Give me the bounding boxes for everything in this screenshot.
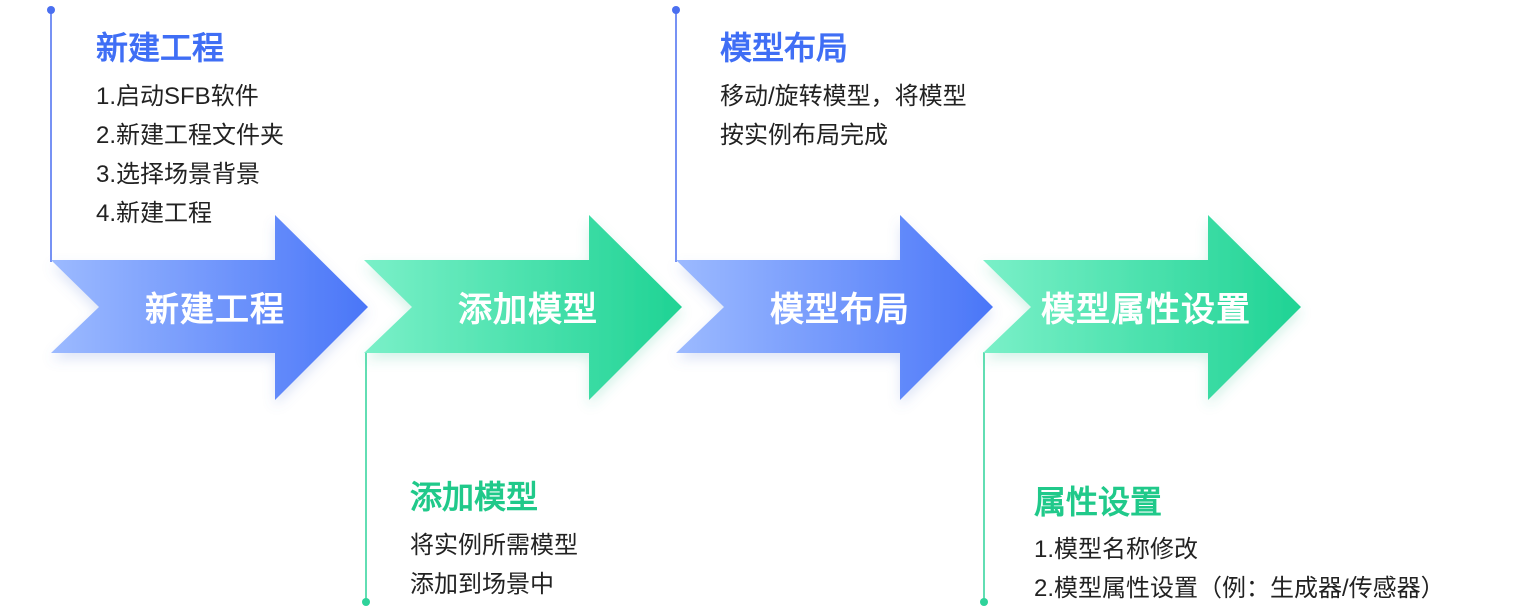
connector-dot-attributes bbox=[980, 598, 988, 606]
note-new-project: 新建工程 1.启动SFB软件 2.新建工程文件夹 3.选择场景背景 4.新建工程 bbox=[96, 28, 284, 233]
note-line: 1.模型名称修改 bbox=[1034, 536, 1199, 563]
note-layout: 模型布局 移动/旋转模型，将模型 按实例布局完成 bbox=[720, 28, 967, 155]
note-title-add-model: 添加模型 bbox=[410, 479, 539, 515]
note-line: 添加到场景中 bbox=[410, 571, 554, 598]
note-line: 2.新建工程文件夹 bbox=[96, 122, 285, 149]
note-line: 1.启动SFB软件 bbox=[96, 83, 259, 110]
note-line: 2.模型属性设置（例：生成器/传感器） bbox=[1034, 575, 1445, 602]
connector-dot-layout bbox=[672, 6, 680, 14]
step-label-add-model: 添加模型 bbox=[458, 291, 598, 329]
step-label-new-project: 新建工程 bbox=[145, 291, 285, 329]
note-attributes: 属性设置 1.模型名称修改 2.模型属性设置（例：生成器/传感器） bbox=[1034, 482, 1445, 608]
connector-dot-new-project bbox=[47, 6, 55, 14]
note-line: 3.选择场景背景 bbox=[96, 161, 261, 188]
connector-dot-add-model bbox=[362, 598, 370, 606]
note-title-layout: 模型布局 bbox=[720, 30, 849, 66]
note-line: 4.新建工程 bbox=[96, 200, 213, 227]
note-title-new-project: 新建工程 bbox=[96, 30, 225, 66]
step-arrow-layout bbox=[676, 215, 993, 400]
note-line: 将实例所需模型 bbox=[410, 532, 578, 559]
note-line: 移动/旋转模型，将模型 bbox=[720, 83, 967, 110]
note-add-model: 添加模型 将实例所需模型 添加到场景中 bbox=[410, 477, 578, 604]
step-label-layout: 模型布局 bbox=[770, 291, 910, 329]
note-line: 按实例布局完成 bbox=[720, 122, 888, 149]
step-arrow-attributes bbox=[983, 215, 1301, 400]
step-arrow-new-project bbox=[51, 215, 368, 400]
note-title-attributes: 属性设置 bbox=[1034, 484, 1163, 520]
step-label-attributes: 模型属性设置 bbox=[1041, 291, 1251, 329]
step-arrow-add-model bbox=[364, 215, 682, 400]
